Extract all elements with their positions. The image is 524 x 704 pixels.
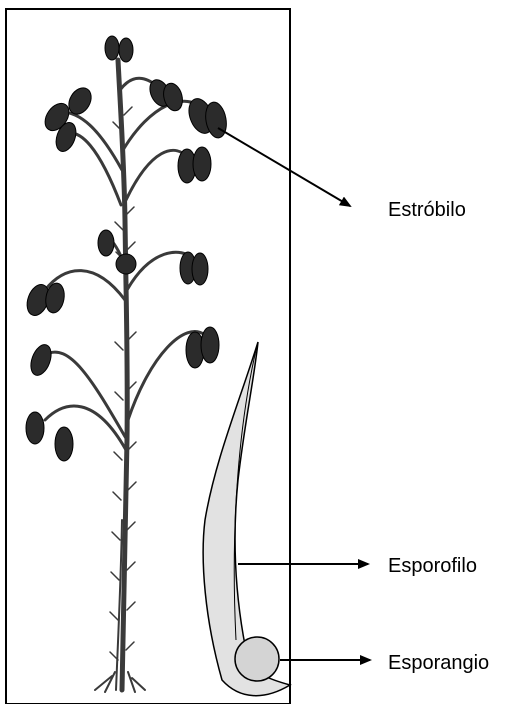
label-estrobilo: Estróbilo [388,200,466,220]
sporophyll [203,342,290,696]
strobilus [119,38,133,62]
strobilus [98,230,114,256]
sporangium [235,637,279,681]
branch-lower-left [45,352,127,440]
label-esporangio: Esporangio [388,653,489,673]
strobilus [105,36,119,60]
strobilus [201,327,219,363]
strobilus [27,342,55,378]
strobilus [116,254,136,274]
strobilus [192,253,208,285]
label-esporofilo: Esporofilo [388,556,477,576]
strobilus [193,147,211,181]
strobilus [55,427,73,461]
arrow-estrobilo [218,128,350,206]
strobilus [26,412,44,444]
